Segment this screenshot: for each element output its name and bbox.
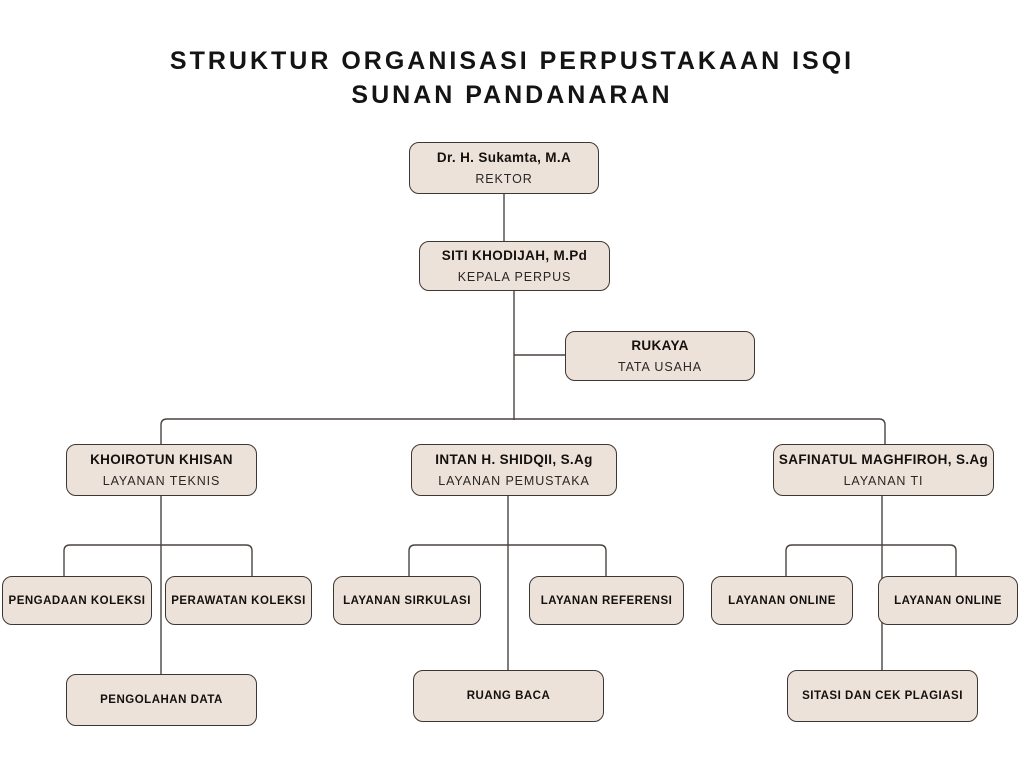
node-pengolahan-data[interactable]: PENGOLAHAN DATA	[66, 674, 257, 726]
node-layanan-referensi[interactable]: LAYANAN REFERENSI	[529, 576, 684, 625]
connector-ti-subbus	[785, 544, 957, 576]
node-kepala-perpus-role: KEPALA PERPUS	[457, 269, 572, 284]
node-pengadaan-koleksi[interactable]: PENGADAAN KOLEKSI	[2, 576, 152, 625]
node-layanan-online-right-label: LAYANAN ONLINE	[894, 594, 1002, 607]
node-rektor-role: REKTOR	[475, 171, 533, 186]
node-pengolahan-data-label: PENGOLAHAN DATA	[100, 694, 223, 706]
node-perawatan-koleksi-label: PERAWATAN KOLEKSI	[171, 594, 306, 607]
node-ruang-baca-label: RUANG BACA	[466, 690, 551, 702]
node-layanan-pemustaka-name: INTAN H. SHIDQII, S.Ag	[435, 451, 593, 467]
node-layanan-online-right[interactable]: LAYANAN ONLINE	[878, 576, 1018, 625]
node-layanan-referensi-label: LAYANAN REFERENSI	[540, 594, 673, 607]
node-tata-usaha-role: TATA USAHA	[617, 359, 702, 374]
node-layanan-teknis[interactable]: KHOIROTUN KHISAN LAYANAN TEKNIS	[66, 444, 257, 496]
page-title: STRUKTUR ORGANISASI PERPUSTAKAAN ISQI SU…	[169, 47, 855, 109]
node-kepala-perpus-name: SITI KHODIJAH, M.Pd	[441, 247, 588, 263]
node-layanan-teknis-role: LAYANAN TEKNIS	[102, 473, 221, 488]
connector-teknis-subbus	[63, 544, 253, 576]
node-perawatan-koleksi[interactable]: PERAWATAN KOLEKSI	[165, 576, 312, 625]
node-layanan-sirkulasi-label: LAYANAN SIRKULASI	[343, 594, 471, 607]
node-sitasi-cek-plagiasi-label: SITASI DAN CEK PLAGIASI	[802, 690, 963, 702]
node-layanan-pemustaka[interactable]: INTAN H. SHIDQII, S.Ag LAYANAN PEMUSTAKA	[411, 444, 617, 496]
node-layanan-online-left[interactable]: LAYANAN ONLINE	[711, 576, 853, 625]
node-rektor[interactable]: Dr. H. Sukamta, M.A REKTOR	[409, 142, 599, 194]
node-kepala-perpus[interactable]: SITI KHODIJAH, M.Pd KEPALA PERPUS	[419, 241, 610, 291]
node-tata-usaha[interactable]: RUKAYA TATA USAHA	[565, 331, 755, 381]
connector-pemustaka-subbus	[408, 544, 607, 576]
node-layanan-pemustaka-role: LAYANAN PEMUSTAKA	[438, 473, 590, 488]
node-sitasi-cek-plagiasi[interactable]: SITASI DAN CEK PLAGIASI	[787, 670, 978, 722]
node-layanan-ti[interactable]: SAFINATUL MAGHFIROH, S.Ag LAYANAN TI	[773, 444, 994, 496]
node-layanan-ti-name: SAFINATUL MAGHFIROH, S.Ag	[778, 451, 989, 467]
node-rektor-name: Dr. H. Sukamta, M.A	[436, 149, 572, 165]
node-layanan-teknis-name: KHOIROTUN KHISAN	[90, 451, 233, 467]
node-pengadaan-koleksi-label: PENGADAAN KOLEKSI	[8, 594, 146, 607]
node-ruang-baca[interactable]: RUANG BACA	[413, 670, 604, 722]
node-layanan-online-left-label: LAYANAN ONLINE	[728, 594, 836, 607]
node-layanan-ti-role: LAYANAN TI	[843, 473, 924, 488]
node-tata-usaha-name: RUKAYA	[631, 337, 689, 353]
node-layanan-sirkulasi[interactable]: LAYANAN SIRKULASI	[333, 576, 481, 625]
